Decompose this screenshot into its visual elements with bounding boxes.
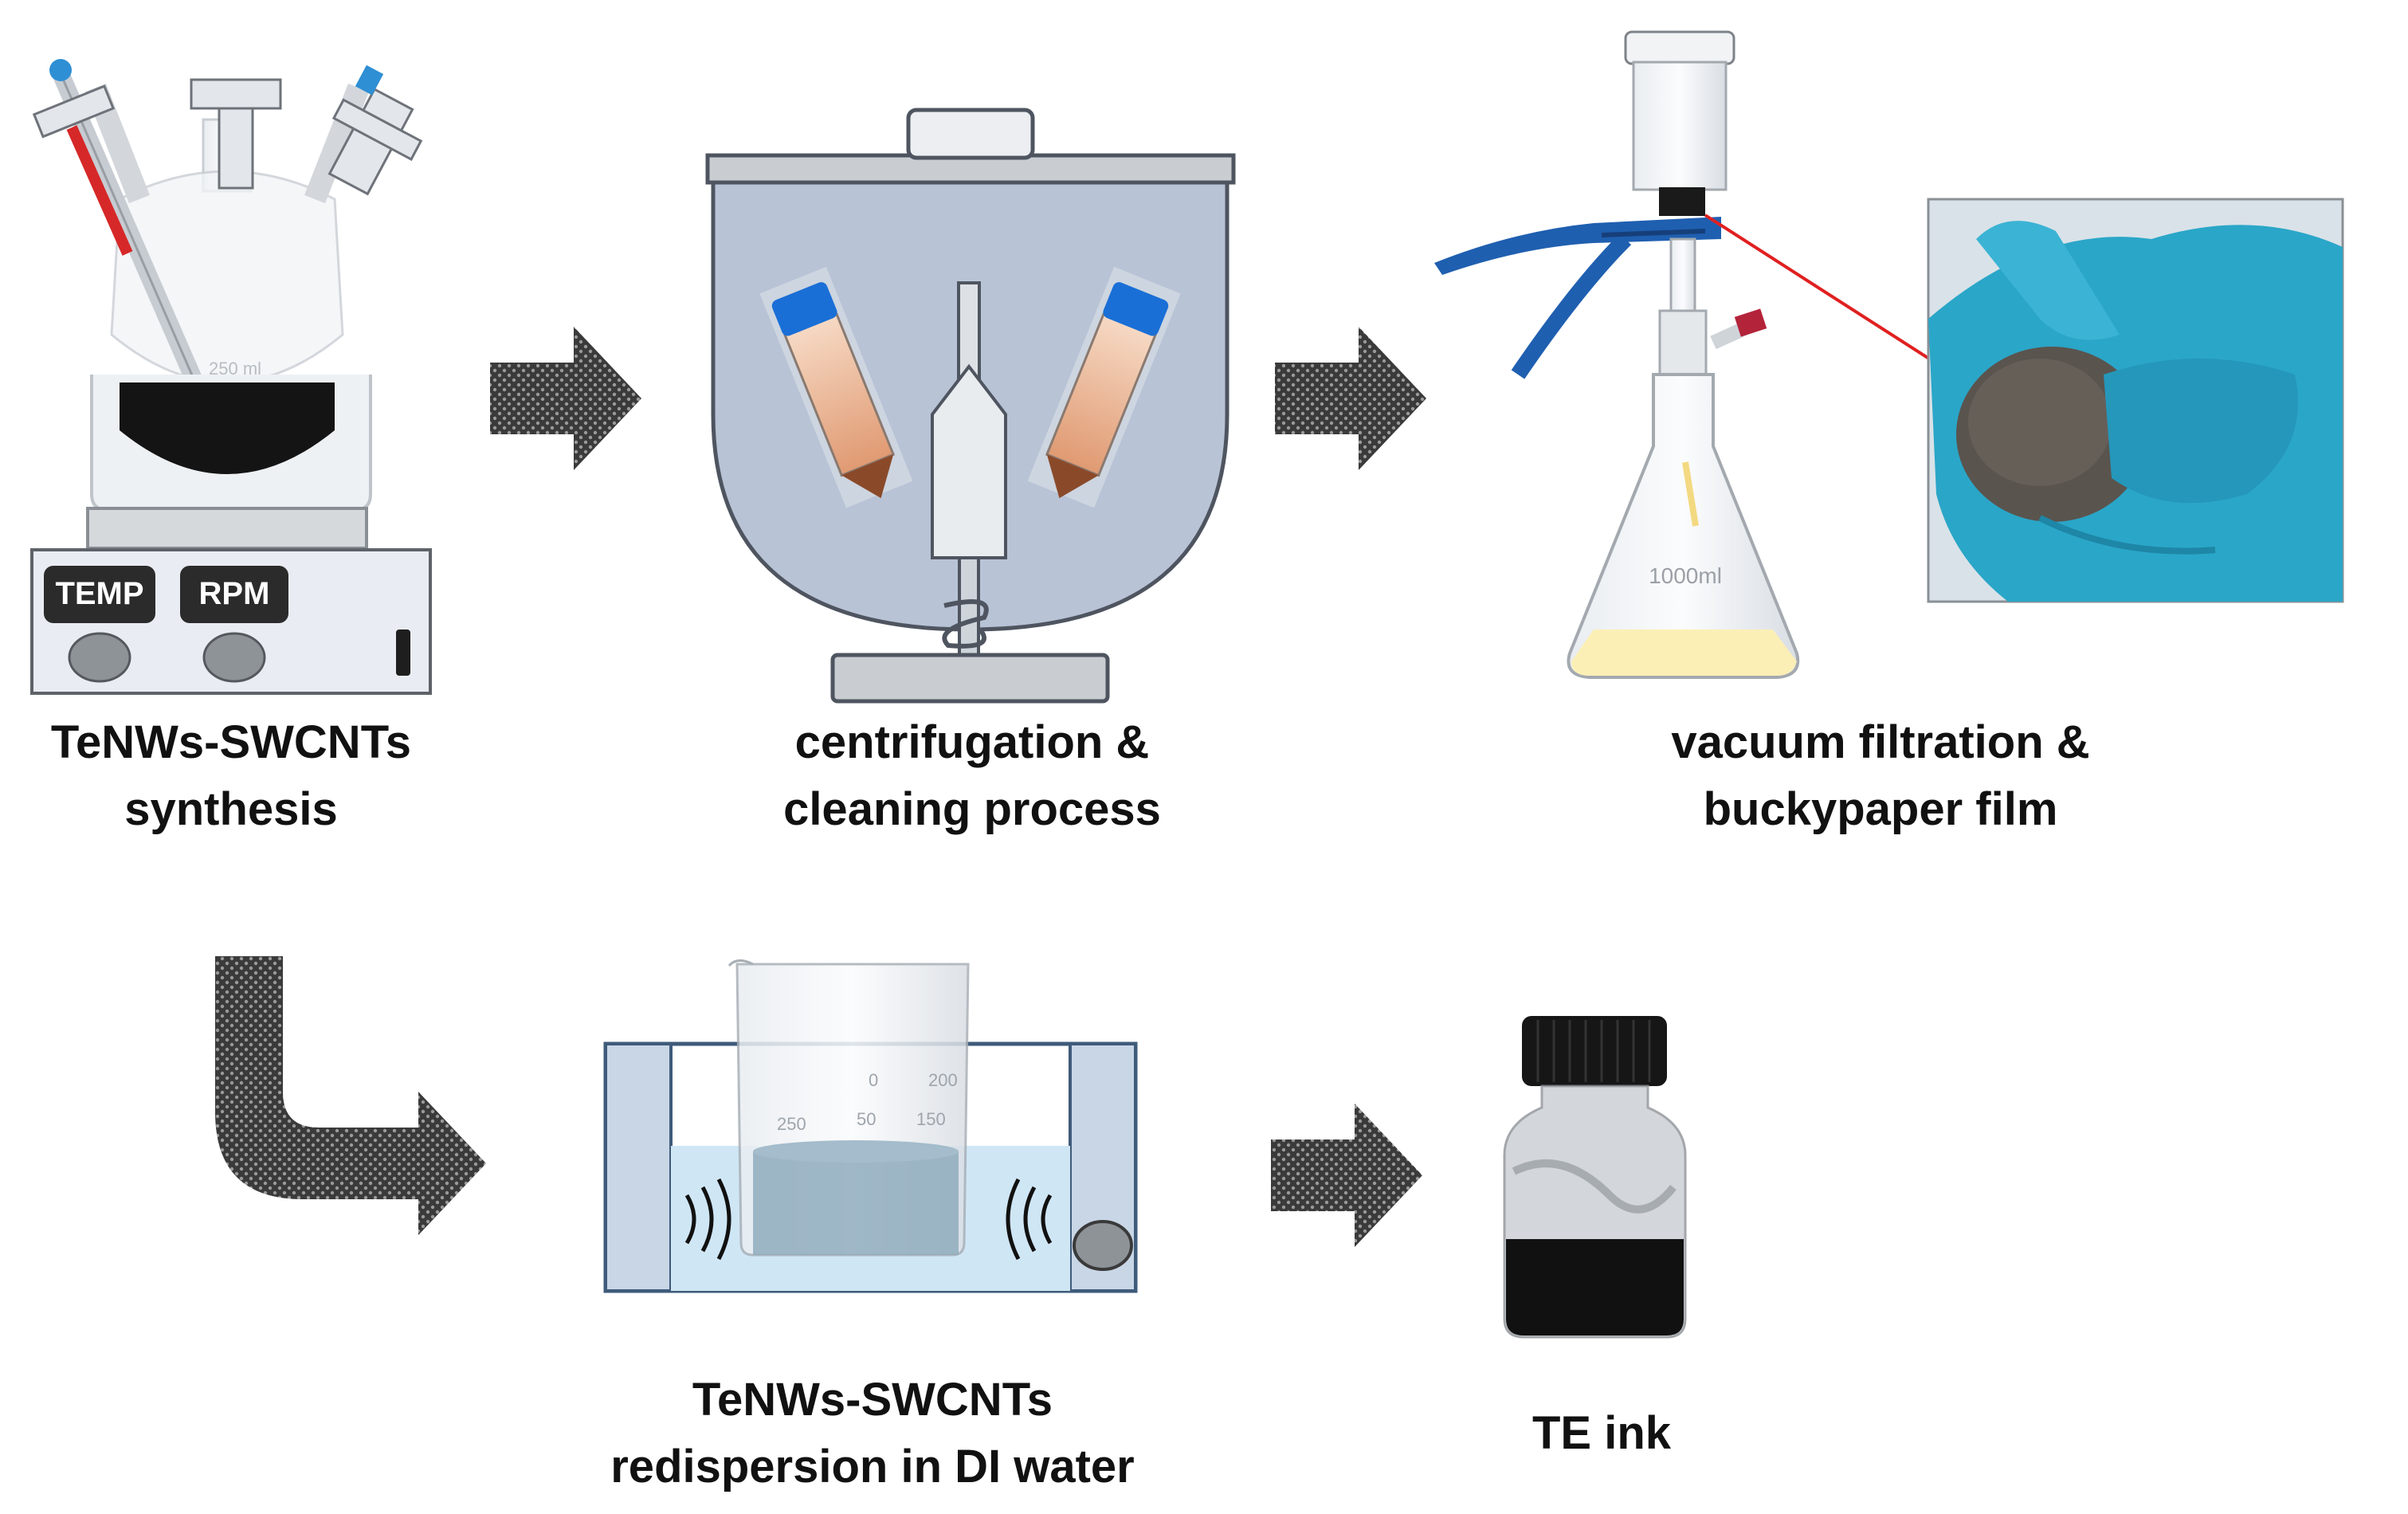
beaker-mark-150: 150 <box>916 1109 946 1129</box>
stopcock <box>327 65 423 196</box>
beaker-mark-0: 0 <box>869 1070 878 1090</box>
temp-label: TEMP <box>55 576 143 611</box>
lid-knob <box>906 108 1035 160</box>
ultrasonic-bath: 200 150 50 0 250 <box>603 959 1138 1293</box>
rpm-label: RPM <box>199 576 270 611</box>
caption-centrifugation: centrifugation & cleaning process <box>717 709 1227 843</box>
beaker-mark-200: 200 <box>928 1070 958 1090</box>
arrow-centrifugation-to-filtration <box>1275 327 1426 470</box>
ultrasonic-waves-left <box>684 1178 731 1261</box>
power-switch <box>396 630 410 676</box>
caption-redispersion: TeNWs-SWCNTs redispersion in DI water <box>558 1367 1187 1500</box>
arrow-filtration-to-redispersion <box>215 956 486 1235</box>
arrow-synthesis-to-centrifugation <box>490 327 641 470</box>
caption-ink: TE ink <box>1474 1400 1729 1467</box>
rotor <box>931 363 1007 559</box>
synthesis-apparatus: 250 ml TEMP RPM <box>30 59 432 695</box>
caption-ink-line1: TE ink <box>1531 1407 1672 1459</box>
centrifuge <box>705 108 1236 704</box>
caption-filtration-line2: buckypaper film <box>1703 783 2058 835</box>
caption-synthesis-line1: TeNWs-SWCNTs <box>50 716 412 768</box>
caption-synthesis: TeNWs-SWCNTs synthesis <box>32 709 430 843</box>
temp-display <box>44 566 155 623</box>
ink-liquid <box>1506 1239 1684 1336</box>
caption-centrifugation-line1: centrifugation & <box>794 716 1150 768</box>
caption-filtration: vacuum filtration & buckypaper film <box>1618 709 2143 843</box>
caption-redispersion-line1: TeNWs-SWCNTs <box>692 1374 1053 1426</box>
flask-volume-label: 250 ml <box>209 359 261 378</box>
bath-knob <box>1073 1220 1133 1271</box>
ultrasonic-waves-right <box>1006 1178 1053 1261</box>
oil-bath: 250 ml <box>90 359 372 512</box>
centrifuge-tube-right <box>1027 266 1181 508</box>
thermometer <box>32 59 204 386</box>
temp-knob <box>68 632 131 683</box>
rpm-display <box>180 566 288 623</box>
erlenmeyer-flask <box>1567 373 1800 679</box>
centrifuge-base <box>830 653 1110 704</box>
caption-synthesis-line2: synthesis <box>124 783 338 835</box>
beaker-mark-50: 50 <box>857 1109 876 1129</box>
arrow-redispersion-to-ink <box>1271 1104 1422 1247</box>
caption-centrifugation-line2: cleaning process <box>783 783 1161 835</box>
buckypaper-photo <box>1927 198 2344 603</box>
ink-bottle <box>1503 1016 1687 1339</box>
centrifuge-tube-left <box>759 266 913 508</box>
drive-spring <box>942 599 989 649</box>
caption-filtration-line1: vacuum filtration & <box>1671 716 2090 768</box>
stopper <box>190 78 282 190</box>
vacuum-filtration-apparatus: 1000ml <box>1434 30 1800 679</box>
caption-redispersion-line2: redispersion in DI water <box>610 1441 1135 1492</box>
beaker-mark-250: 250 <box>777 1114 806 1134</box>
hotplate: TEMP RPM <box>30 507 432 695</box>
rpm-knob <box>202 632 266 683</box>
beaker-solution <box>753 1151 959 1255</box>
bottle-cap <box>1522 1016 1667 1086</box>
filtration-flask-volume: 1000ml <box>1649 563 1722 588</box>
